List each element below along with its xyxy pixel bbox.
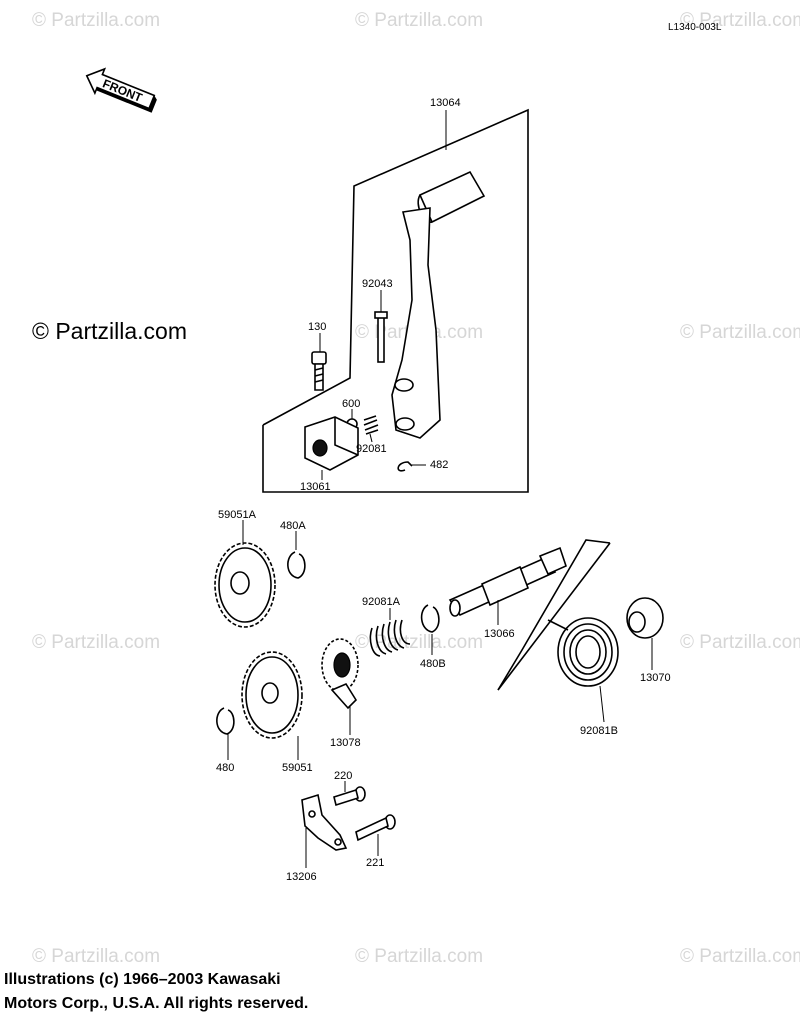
part-label: 480	[216, 762, 234, 774]
part-label: 220	[334, 770, 352, 782]
circlip-480b	[420, 604, 440, 633]
watermark-text: © Partzilla.com	[680, 946, 800, 967]
guide-plate-13206	[301, 793, 348, 851]
spring-guide-13070	[626, 597, 664, 639]
part-label: 92081	[356, 443, 387, 455]
torsion-spring-92081b	[547, 617, 619, 687]
circlip-480a	[287, 551, 306, 579]
gear-59051	[241, 651, 303, 739]
part-label: 13078	[330, 737, 361, 749]
watermark-text: © Partzilla.com	[32, 632, 160, 653]
watermark-text: © Partzilla.com	[355, 946, 483, 967]
kick-pedal-lever	[374, 170, 486, 439]
footer-line-1: Illustrations (c) 1966–2003 Kawasaki	[4, 971, 281, 988]
watermarks: © Partzilla.com © Partzilla.com © Partzi…	[32, 10, 800, 967]
bolt-221	[355, 814, 396, 842]
part-label: 482	[430, 459, 448, 471]
watermark-text: © Partzilla.com	[355, 10, 483, 31]
watermark-text: © Partzilla.com	[32, 946, 160, 967]
watermark-text: © Partzilla.com	[355, 632, 483, 653]
watermark-text: © Partzilla.com	[680, 322, 800, 343]
bolt-130	[311, 351, 327, 391]
watermark-text: © Partzilla.com	[680, 10, 800, 31]
spring-92081a	[369, 619, 411, 657]
footer-line-2: Motors Corp., U.S.A. All rights reserved…	[4, 995, 309, 1012]
ratchet-13078	[321, 638, 359, 710]
diagram-ref: L1340-003L	[668, 22, 722, 33]
part-label: 13064	[430, 97, 461, 109]
kick-shaft-housing	[304, 416, 359, 471]
part-label: 92081B	[580, 725, 618, 737]
watermark-text: © Partzilla.com	[32, 10, 160, 31]
part-label: 600	[342, 398, 360, 410]
footer-credits: Illustrations (c) 1966–2003 Kawasaki Mot…	[4, 968, 308, 1016]
leader-lines	[227, 110, 653, 868]
bolt-220	[333, 786, 366, 807]
part-label: 13061	[300, 481, 331, 493]
clip-482	[397, 461, 413, 472]
part-label: 13066	[484, 628, 515, 640]
part-label: 480B	[420, 658, 446, 670]
part-label: 13206	[286, 871, 317, 883]
kick-shaft	[448, 546, 567, 617]
watermark-text: © Partzilla.com	[680, 632, 800, 653]
front-arrow: FRONT	[85, 67, 157, 113]
part-label: 221	[366, 857, 384, 869]
copyright-notice: © Partzilla.com	[32, 318, 187, 344]
circlip-480	[216, 707, 235, 735]
spring-92081	[363, 415, 379, 435]
part-labels: 13064 92043 130 600 92081 482 13061 5905…	[216, 97, 671, 883]
part-label: 92043	[362, 278, 393, 290]
kick-shaft-outline	[497, 539, 611, 691]
part-label: 480A	[280, 520, 306, 532]
part-label: 59051A	[218, 509, 257, 521]
kick-pedal-group-outline	[262, 108, 529, 493]
part-label: 92081A	[362, 596, 401, 608]
part-label: 59051	[282, 762, 313, 774]
gear-59051a	[214, 542, 276, 628]
part-label: 130	[308, 321, 326, 333]
part-label: 13070	[640, 672, 671, 684]
